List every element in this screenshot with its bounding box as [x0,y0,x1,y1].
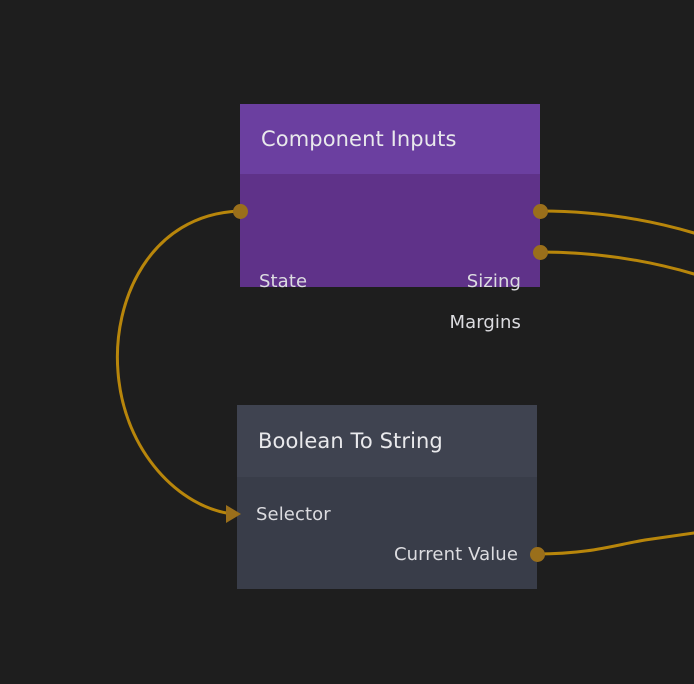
port-row-output-current-value[interactable]: Current Value [237,541,537,567]
wire-sizing-out[interactable] [538,209,694,235]
node-title: Boolean To String [258,429,443,453]
node-header-boolean-to-string[interactable]: Boolean To String [237,405,537,477]
port-dot-state-input-icon[interactable] [232,203,248,219]
node-body-boolean-to-string: Selector Current Value [237,477,537,589]
port-arrow-selector-input-icon[interactable] [226,505,241,523]
port-dot-margins-output-icon[interactable] [532,244,548,260]
port-label-sizing: Sizing [466,270,521,292]
port-row-input-state[interactable]: State [240,268,540,294]
node-header-component-inputs[interactable]: Component Inputs [240,104,540,174]
port-label-state: State [259,270,308,292]
port-label-selector: Selector [256,503,331,525]
port-row-output-sizing[interactable]: Sizing [240,268,540,294]
port-row-input-selector[interactable]: Selector [237,501,537,527]
port-label-current-value: Current Value [393,543,518,565]
node-title: Component Inputs [261,127,457,151]
node-component-inputs[interactable]: Component Inputs State Sizing Margins [232,104,548,333]
port-label-margins: Margins [449,311,521,333]
node-body-component-inputs: State Sizing Margins [240,174,540,333]
port-row-output-margins[interactable]: Margins [240,309,540,335]
wire-state-to-selector[interactable] [115,209,241,516]
port-dot-sizing-output-icon[interactable] [532,203,548,219]
wire-current-value-out[interactable] [535,531,694,556]
port-dot-current-value-output-icon[interactable] [529,546,545,562]
wire-margins-out[interactable] [538,250,694,276]
node-boolean-to-string[interactable]: Boolean To String Selector Current Value [226,405,545,589]
